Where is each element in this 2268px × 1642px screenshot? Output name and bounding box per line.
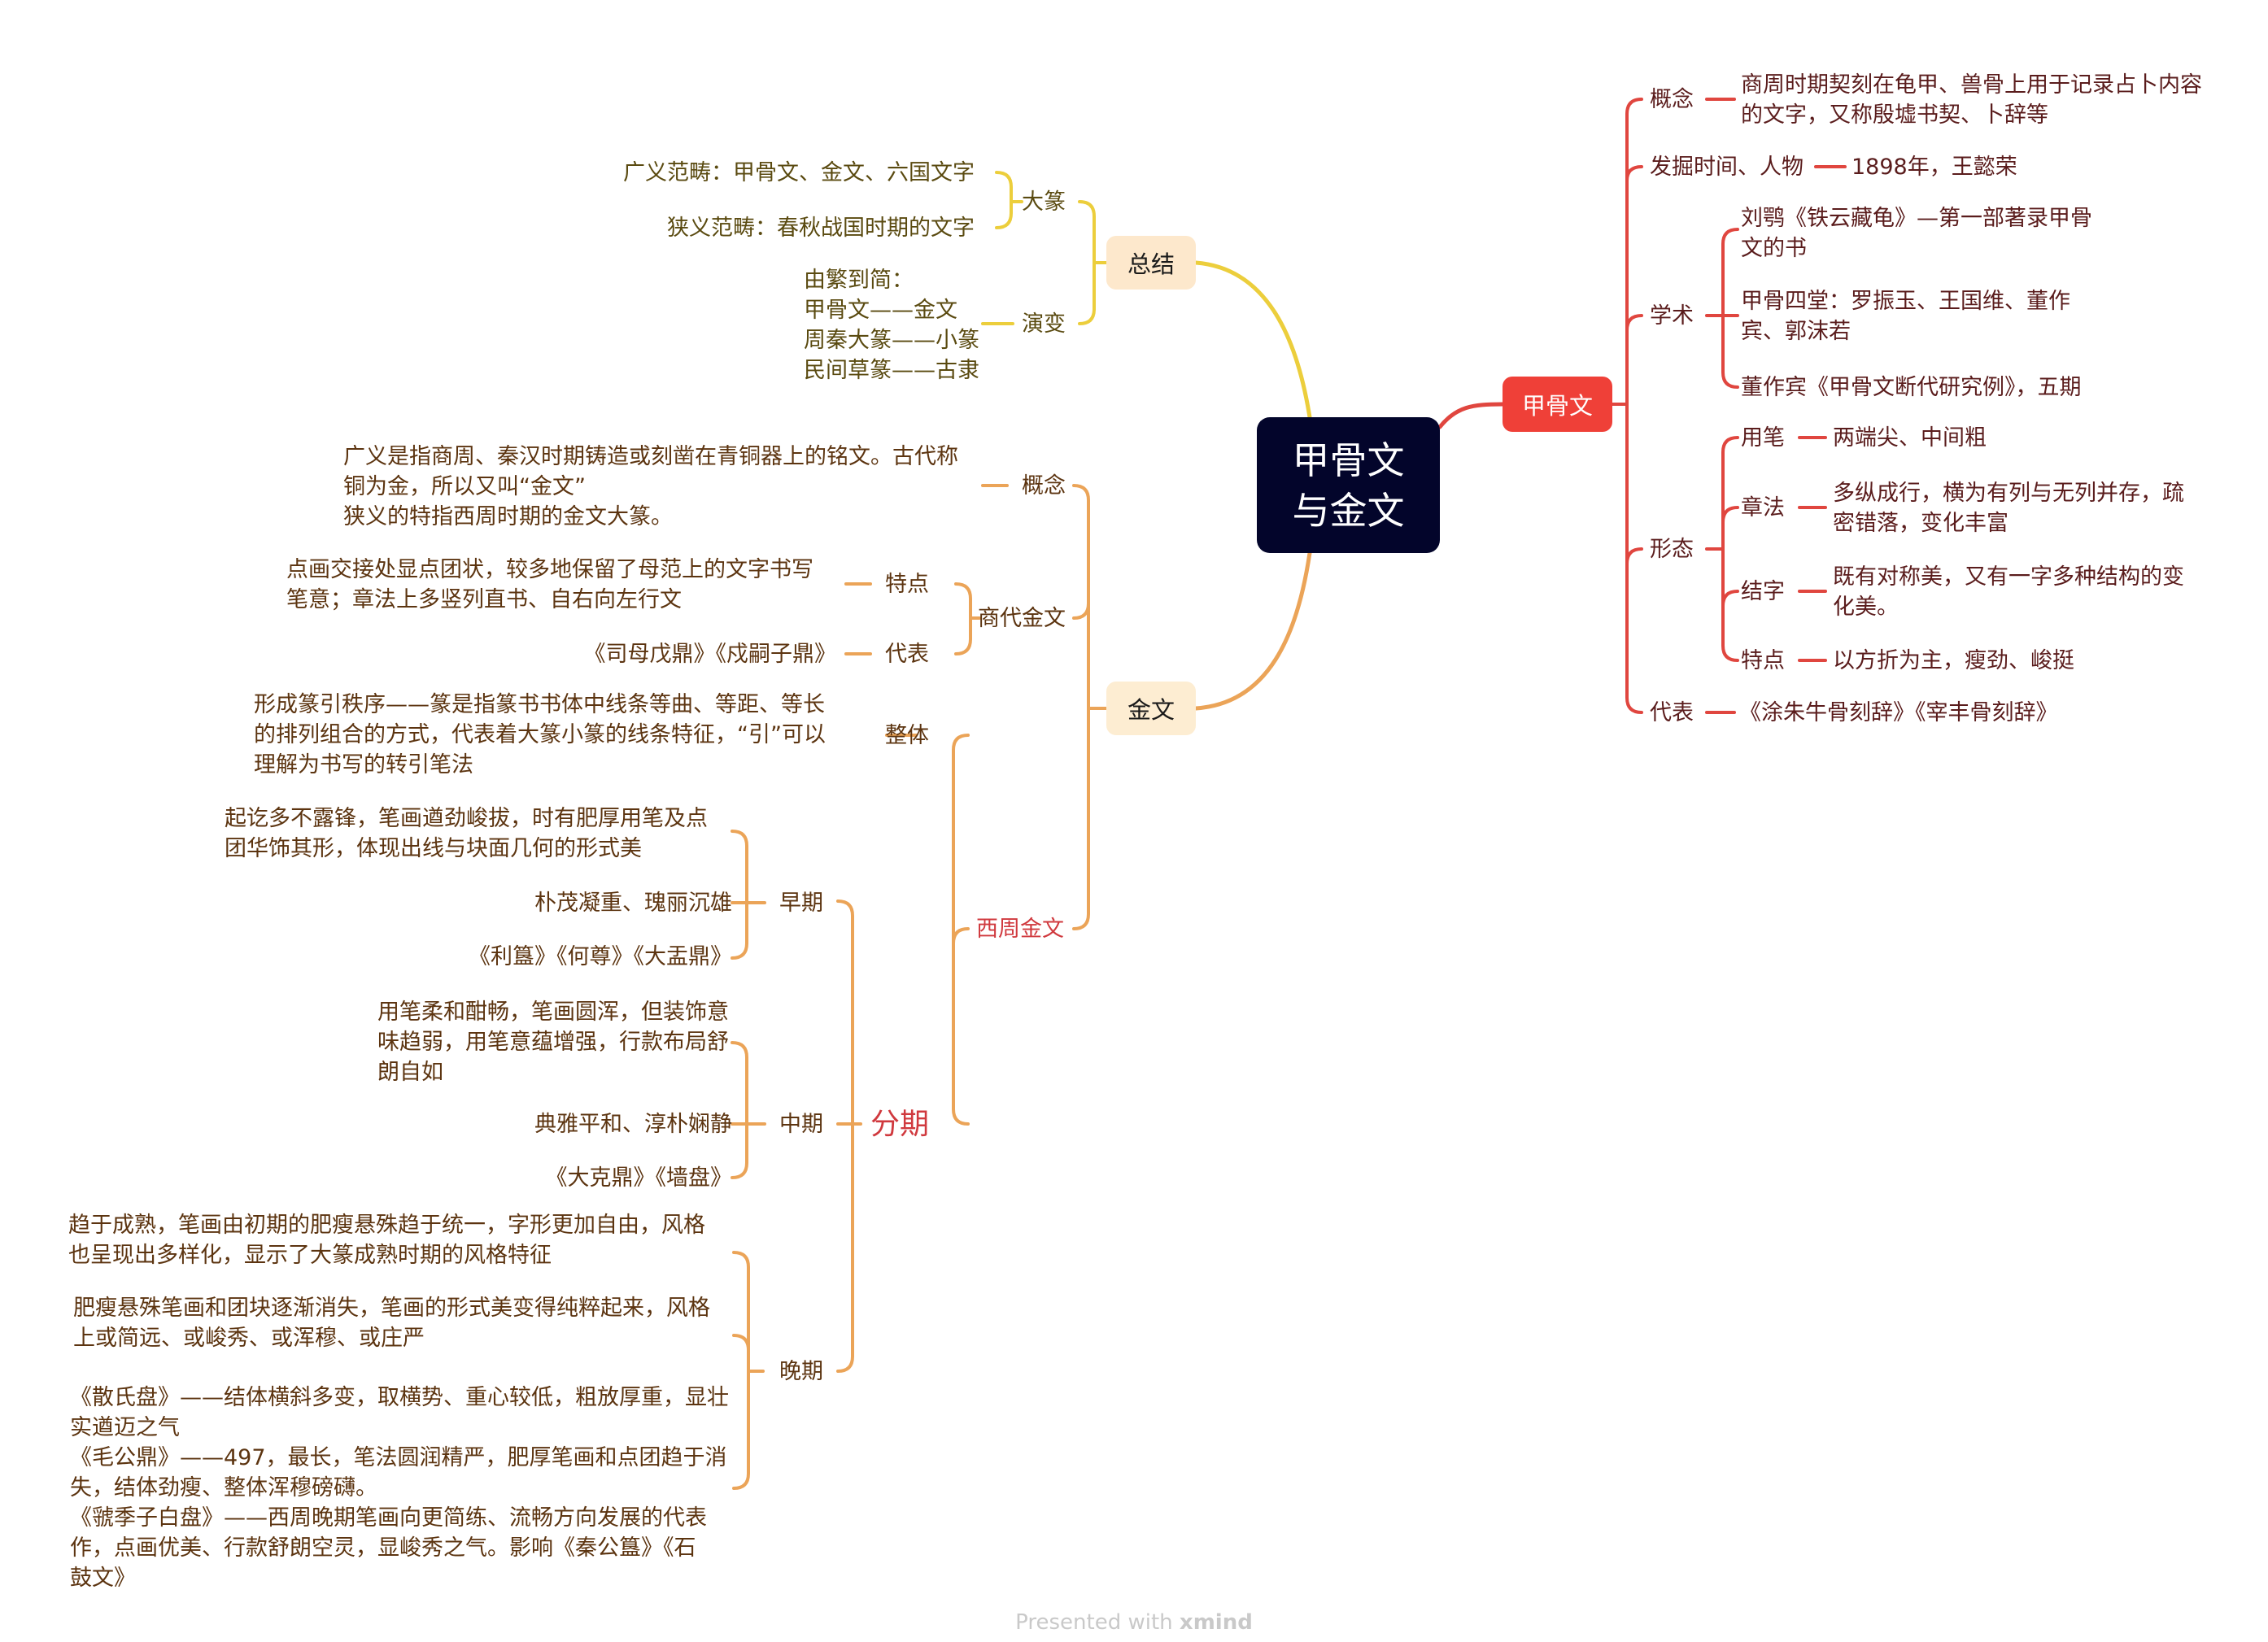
oracle-academic-item[interactable]: 刘鹗《铁云藏龟》—第一部著录甲骨 文的书 <box>1741 206 2092 261</box>
topic-label: 总结 <box>1127 250 1175 278</box>
topic-oracle-bone-script[interactable]: 甲骨文 <box>1503 377 1612 432</box>
summary-dazhuan-broad[interactable]: 广义范畴：甲骨文、金文、六国文字 <box>623 160 975 185</box>
connector-central-bronze <box>1193 551 1312 711</box>
topic-label: 金文 <box>1127 696 1175 724</box>
period-late-item[interactable]: 肥瘦悬殊笔画和团块逐渐消失，笔画的形式美变得纯粹起来，风格 上或简远、或峻秀、或… <box>73 1296 710 1351</box>
summary-dazhuan-label[interactable]: 大篆 <box>1022 189 1066 215</box>
oracle-discovery-value[interactable]: 1898年，王懿荣 <box>1851 155 2017 180</box>
period-late-label[interactable]: 晚期 <box>779 1359 823 1384</box>
xmind-watermark: Presented with xmind <box>0 1610 2268 1635</box>
oracle-concept-label[interactable]: 概念 <box>1650 87 1694 112</box>
topic-summary[interactable]: 总结 <box>1106 236 1196 290</box>
oracle-form-item-label[interactable]: 特点 <box>1741 648 1785 673</box>
central-title-line2: 与金文 <box>1292 488 1405 533</box>
oracle-academic-item[interactable]: 董作宾《甲骨文断代研究例》，五期 <box>1741 375 2082 400</box>
oracle-form-item-label[interactable]: 结字 <box>1741 579 1785 604</box>
watermark-prefix: Presented with <box>1015 1610 1180 1635</box>
bronze-overall-label[interactable]: 整体 <box>885 723 929 748</box>
topic-bronze-inscription[interactable]: 金文 <box>1106 682 1196 735</box>
oracle-form-item-value[interactable]: 以方折为主，瘦劲、峻挺 <box>1833 648 2074 673</box>
bronze-concept-value[interactable]: 广义是指商周、秦汉时期铸造或刻凿在青铜器上的铭文。古代称 铜为金，所以又叫“金文… <box>343 444 958 529</box>
oracle-discovery-label[interactable]: 发掘时间、人物 <box>1650 155 1803 180</box>
bronze-western-zhou-label[interactable]: 西周金文 <box>976 917 1064 942</box>
period-middle-item[interactable]: 《大克鼎》《墙盘》 <box>545 1165 733 1191</box>
watermark-brand: xmind <box>1179 1610 1253 1635</box>
bronze-overall-value[interactable]: 形成篆引秩序——篆是指篆书书体中线条等曲、等距、等长 的排列组合的方式，代表着大… <box>254 692 826 777</box>
oracle-form-item-value[interactable]: 多纵成行，横为有列与无列并存，疏 密错落，变化丰富 <box>1833 481 2184 536</box>
oracle-form-item-value[interactable]: 两端尖、中间粗 <box>1833 425 1987 451</box>
central-topic[interactable]: 甲骨文 与金文 <box>1257 417 1440 553</box>
summary-dazhuan-narrow[interactable]: 狭义范畴：春秋战国时期的文字 <box>667 216 975 241</box>
topic-label: 甲骨文 <box>1521 392 1593 420</box>
bronze-shang-representative-label[interactable]: 代表 <box>885 642 929 667</box>
period-late-item[interactable]: 《散氏盘》——结体横斜多变，取横势、重心较低，粗放厚重，显壮 实遒迈之气 《毛公… <box>70 1385 729 1591</box>
oracle-form-item-value[interactable]: 既有对称美，又有一字多种结构的变 化美。 <box>1833 564 2184 620</box>
bronze-shang-representative-value[interactable]: 《司母戊鼎》《戍嗣子鼎》 <box>583 642 837 667</box>
bronze-shang-label[interactable]: 商代金文 <box>978 606 1066 631</box>
period-middle-item[interactable]: 典雅平和、淳朴娴静 <box>534 1112 732 1137</box>
bronze-periods-label[interactable]: 分期 <box>870 1108 930 1141</box>
period-early-item[interactable]: 起讫多不露锋，笔画遒劲峻拔，时有肥厚用笔及点 团华饰其形，体现出线与块面几何的形… <box>225 806 708 861</box>
period-middle-item[interactable]: 用笔柔和酣畅，笔画圆浑，但装饰意 味趋弱，用笔意蕴增强，行款布局舒 朗自如 <box>377 1000 729 1085</box>
oracle-academic-item[interactable]: 甲骨四堂：罗振玉、王国维、董作 宾、郭沫若 <box>1741 289 2070 344</box>
period-middle-label[interactable]: 中期 <box>779 1112 823 1137</box>
bronze-concept-label[interactable]: 概念 <box>1022 473 1066 499</box>
oracle-concept-value[interactable]: 商周时期契刻在龟甲、兽骨上用于记录占卜内容 的文字，又称殷墟书契、卜辞等 <box>1741 72 2202 128</box>
connector-central-oracle <box>1437 402 1505 429</box>
connector-central-summary <box>1193 260 1312 420</box>
period-early-item[interactable]: 《利簋》《何尊》《大盂鼎》 <box>469 944 732 969</box>
oracle-form-item-label[interactable]: 章法 <box>1741 495 1785 520</box>
period-early-label[interactable]: 早期 <box>779 891 823 916</box>
oracle-representative-value[interactable]: 《涂朱牛骨刻辞》《宰丰骨刻辞》 <box>1739 700 2058 725</box>
summary-evolution-value[interactable]: 由繁到简： 甲骨文——金文 周秦大篆——小篆 民间草篆——古隶 <box>804 268 979 383</box>
period-early-item[interactable]: 朴茂凝重、瑰丽沉雄 <box>534 891 732 916</box>
bronze-shang-feature-label[interactable]: 特点 <box>885 572 929 597</box>
central-title-line1: 甲骨文 <box>1292 438 1405 482</box>
period-late-item[interactable]: 趋于成熟，笔画由初期的肥瘦悬殊趋于统一，字形更加自由，风格 也呈现出多样化，显示… <box>68 1213 705 1268</box>
oracle-representative-label[interactable]: 代表 <box>1650 700 1694 725</box>
oracle-form-item-label[interactable]: 用笔 <box>1741 425 1785 451</box>
summary-evolution-label[interactable]: 演变 <box>1022 311 1066 337</box>
oracle-form-label[interactable]: 形态 <box>1650 537 1694 562</box>
bronze-shang-feature-value[interactable]: 点画交接处显点团状，较多地保留了母范上的文字书写 笔意；章法上多竖列直书、自右向… <box>286 557 813 612</box>
oracle-academic-label[interactable]: 学术 <box>1650 303 1694 329</box>
